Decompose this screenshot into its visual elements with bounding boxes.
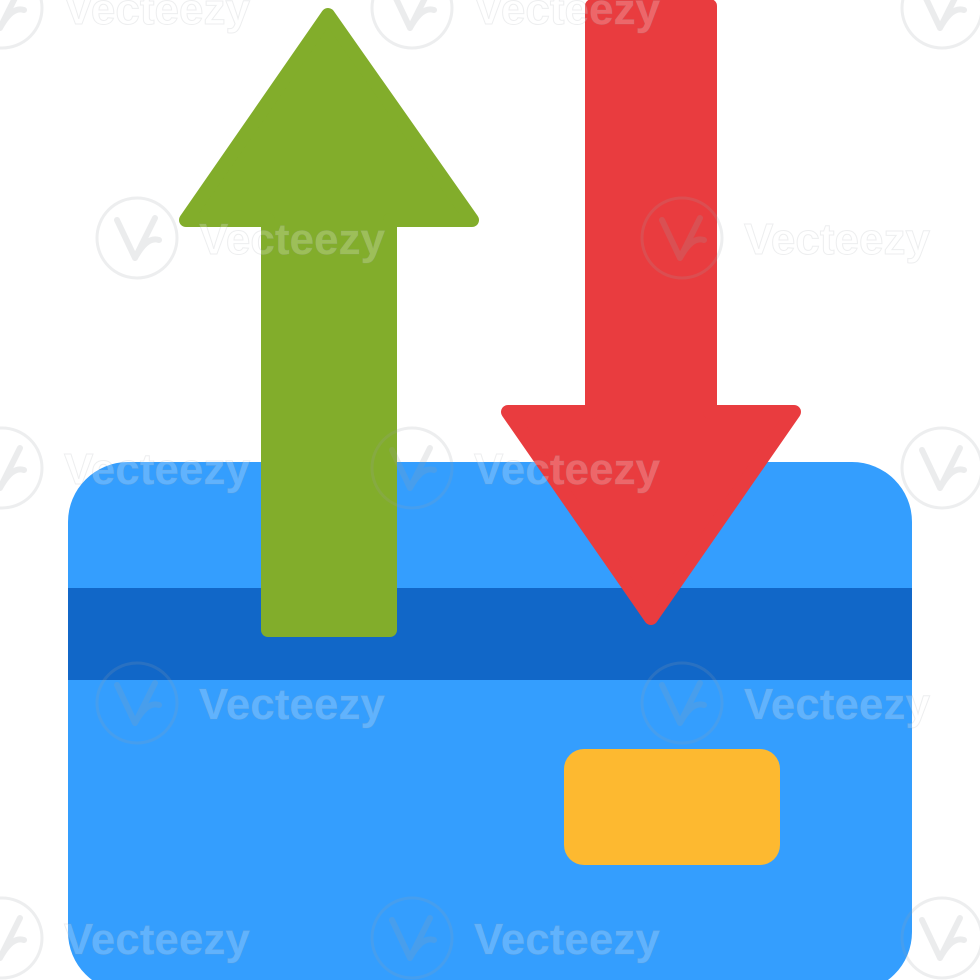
up-arrow-icon [179, 8, 479, 637]
watermark-text: Vecteezy [474, 915, 660, 964]
watermark-text: Vecteezy [744, 215, 930, 264]
watermark-logo-icon [0, 0, 44, 50]
watermark-text: Vecteezy [199, 680, 385, 729]
watermark: Vecteezy [95, 661, 386, 745]
watermark-logo-icon [900, 896, 980, 980]
watermark-logo-icon [0, 896, 44, 980]
card-chip [564, 749, 780, 865]
watermark-logo-icon [370, 896, 454, 980]
watermark-logo-mark [0, 0, 27, 31]
watermark-logo-mark [389, 915, 437, 961]
watermark-logo-icon [640, 661, 724, 745]
watermark-logo-mark [659, 680, 707, 726]
watermark-logo-mark [923, 0, 967, 31]
watermark: Vecteezy [900, 426, 980, 510]
down-arrow-icon [501, 0, 801, 625]
watermark: Vecteezy [900, 896, 980, 980]
watermark-logo-icon [0, 426, 44, 510]
watermark-text: Vecteezy [474, 0, 660, 34]
watermark: Vecteezy [370, 896, 661, 980]
watermark-logo-mark [0, 445, 27, 491]
watermark-logo-mark [389, 445, 437, 491]
watermark-text: Vecteezy [64, 445, 250, 494]
watermark: Vecteezy [370, 426, 661, 510]
watermark: Vecteezy [640, 661, 931, 745]
watermark-logo-mark [659, 215, 707, 261]
watermark-text: Vecteezy [744, 680, 930, 729]
watermark: Vecteezy [900, 0, 980, 50]
watermark-logo-icon [370, 0, 454, 50]
watermark-logo-icon [370, 426, 454, 510]
watermark-logo-mark [919, 445, 967, 491]
watermark: Vecteezy [640, 196, 931, 280]
watermark-logo-mark [114, 680, 162, 726]
watermark-logo-icon [900, 426, 980, 510]
watermark-text: Vecteezy [64, 915, 250, 964]
watermark-text: Vecteezy [64, 0, 250, 34]
watermark: Vecteezy [0, 896, 251, 980]
watermark-logo-mark [919, 915, 967, 961]
watermark-logo-icon [95, 196, 179, 280]
watermark-text: Vecteezy [199, 215, 385, 264]
watermark-logo-icon [900, 0, 980, 50]
watermark-logo-mark [114, 215, 162, 261]
watermark-logo-icon [640, 196, 724, 280]
watermark-logo-icon [95, 661, 179, 745]
watermark: Vecteezy [370, 0, 661, 50]
watermark-logo-mark [393, 0, 437, 31]
watermark-logo-mark [0, 915, 27, 961]
watermark: Vecteezy [95, 196, 386, 280]
watermark: Vecteezy [0, 426, 251, 510]
watermark: Vecteezy [0, 0, 251, 50]
magnetic-stripe [68, 588, 912, 680]
watermark-text: Vecteezy [474, 445, 660, 494]
